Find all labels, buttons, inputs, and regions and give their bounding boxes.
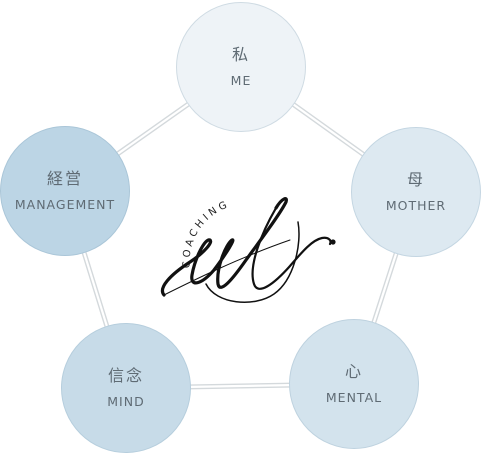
node-mother-en-label: MOTHER xyxy=(385,197,447,213)
node-mind-jp-label: 信念 xyxy=(107,365,144,385)
signature-mark xyxy=(160,197,332,304)
node-me[interactable]: 私 ME xyxy=(176,2,306,132)
node-management-en-label: MANAGEMENT xyxy=(14,196,116,212)
node-mind[interactable]: 信念 MIND xyxy=(61,323,191,453)
node-mother-jp-label: 母 xyxy=(406,169,425,189)
node-me-jp-label: 私 xyxy=(231,44,250,64)
node-mind-en-label: MIND xyxy=(107,393,145,409)
node-management-jp-label: 経営 xyxy=(46,168,83,188)
coaching-logo: COACHING xyxy=(160,197,336,304)
node-mental[interactable]: 心 MENTAL xyxy=(289,319,419,449)
node-mother[interactable]: 母 MOTHER xyxy=(351,127,481,257)
node-mental-jp-label: 心 xyxy=(344,361,363,381)
node-me-en-label: ME xyxy=(230,72,252,88)
signature-dot xyxy=(330,239,336,245)
node-mental-en-label: MENTAL xyxy=(325,389,383,405)
node-management[interactable]: 経営 MANAGEMENT xyxy=(0,126,130,256)
